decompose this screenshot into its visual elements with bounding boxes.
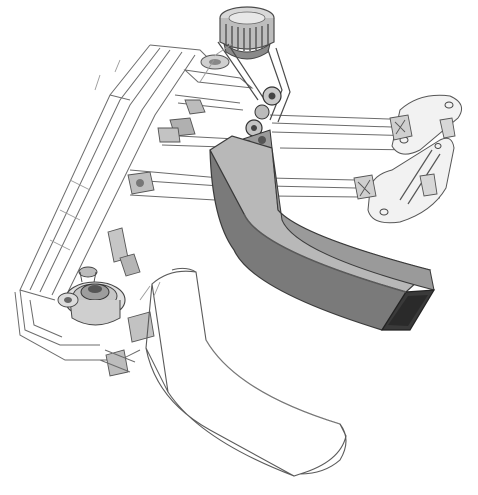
bracket-plate-upper [389,94,463,155]
bracket-plate-lower [353,137,455,224]
gear-assembly [57,266,126,326]
curved-chute-outline [145,267,347,477]
guide-rails [14,44,211,361]
curved-chute-shaded [209,135,436,331]
connector-lines [99,43,233,373]
motor [219,6,275,60]
upper-pulley [157,54,230,143]
